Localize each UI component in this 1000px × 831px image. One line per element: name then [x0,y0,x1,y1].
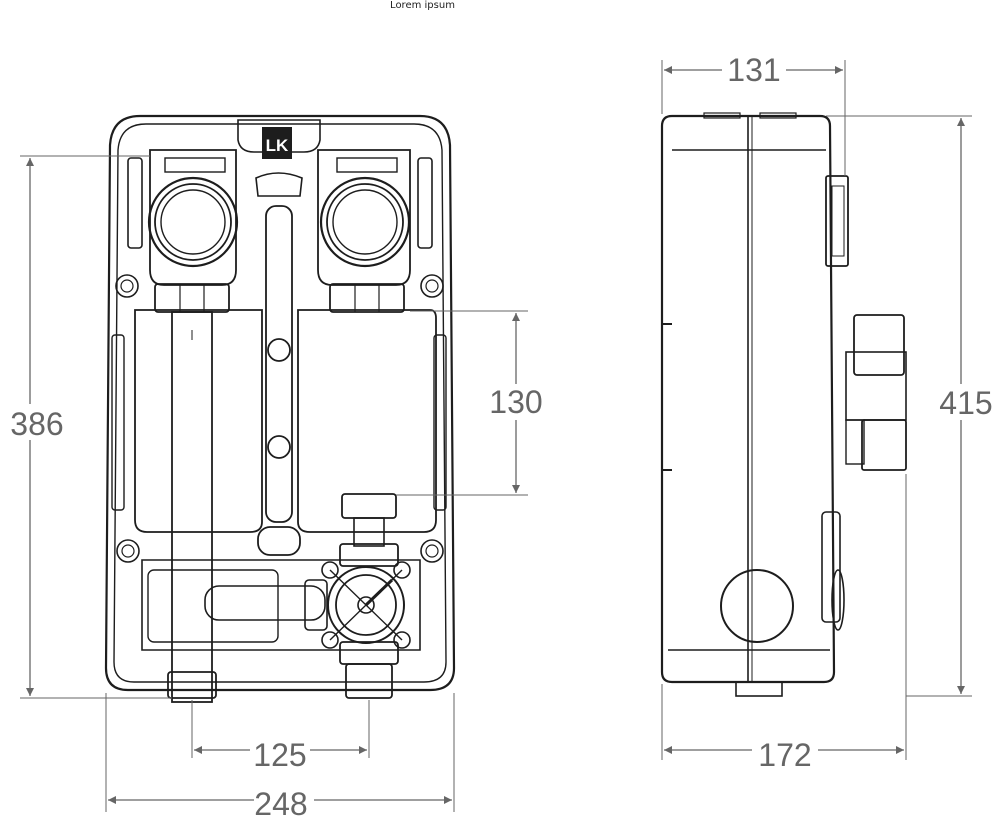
logo-text: LK [266,136,289,155]
check-valve [341,493,397,519]
dimension-side-depth-label: 172 [758,737,811,773]
left-thermometer [147,176,239,268]
dimension-front-width-label: 248 [254,786,307,822]
dimension-inner-height-label: 130 [489,384,542,420]
side-thermometer [825,175,849,267]
side-view [660,112,907,697]
left-insulation-block [134,309,263,533]
logo-badge [262,127,292,159]
mixing-pipe [204,585,326,621]
pipe-nuts [154,283,405,313]
housing-outer [104,114,456,692]
side-valve-knob [821,511,841,623]
dimension-pipe-spacing-label: 125 [253,737,306,773]
mixing-valve [304,561,411,649]
bypass-slot [257,526,301,556]
side-pump-base [861,419,907,471]
logo-bracket [237,119,321,153]
side-port-circle [720,569,794,643]
right-upper-handle [417,157,433,249]
left-pipe-connector [167,671,217,699]
bypass-joint-lower [267,435,291,459]
lower-left-pocket [147,569,279,643]
dimension-side-top-depth: 131 [661,52,846,176]
dimension-side-depth: 172 [661,474,907,773]
dimension-side-top-depth-label: 131 [727,52,780,88]
right-chamber-top [336,157,398,173]
dimension-inner-height: 130 [396,310,550,496]
dimension-pipe-spacing: 125 [191,700,370,773]
mounting-holes [115,274,444,563]
return-pipe-connector [345,663,393,699]
side-pump-motor [853,314,905,376]
dimension-side-height: 415 [826,115,998,697]
right-thermometer [319,176,411,268]
side-pump-body [845,351,907,421]
housing-inner-rim [113,123,447,683]
right-insulation-block [297,309,437,533]
right-pump-chamber [317,149,411,286]
lower-compartment [141,559,421,651]
dimension-front-width: 248 [105,693,455,822]
left-supply-pipe [171,311,213,703]
return-pipe-nut [339,641,399,665]
front-view: LK [104,114,456,703]
dimension-front-height-label: 386 [10,406,63,442]
left-pump-chamber [149,149,237,286]
side-bottom-connector [735,681,783,697]
left-upper-handle [127,157,143,249]
right-side-grip [433,334,447,511]
bypass-pipe [265,205,293,523]
caption: Lorem ipsum [390,0,455,11]
center-bracket [255,172,303,197]
left-side-grip [111,334,125,511]
dimension-front-height: 386 [4,155,172,699]
side-housing-outer [660,114,836,684]
dimension-side-height-label: 415 [939,385,992,421]
left-chamber-top [164,157,226,173]
bypass-joint-upper [267,338,291,362]
